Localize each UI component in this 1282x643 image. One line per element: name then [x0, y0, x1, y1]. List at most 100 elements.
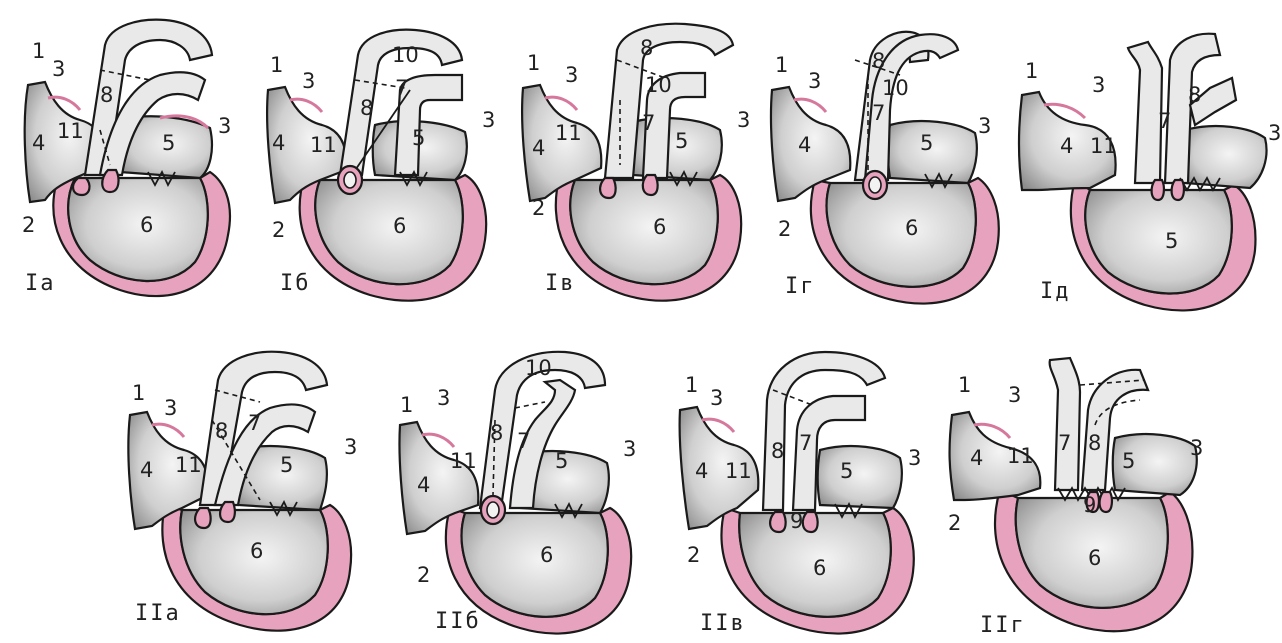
label-6: 6 [1088, 546, 1101, 570]
panel-Id: 1 3 4 11 7 8 3 5 Iд [1019, 34, 1281, 311]
label-11: 11 [57, 119, 84, 143]
label-2: 2 [532, 196, 545, 220]
label-8: 8 [360, 96, 373, 120]
label-4: 4 [532, 136, 545, 160]
label-3-right: 3 [344, 435, 357, 459]
label-4: 4 [970, 446, 983, 470]
label-1: 1 [958, 373, 971, 397]
label-7: 7 [517, 429, 530, 453]
label-6: 6 [905, 216, 918, 240]
label-6: 6 [653, 215, 666, 239]
label-8: 8 [771, 439, 784, 463]
label-4: 4 [32, 131, 45, 155]
label-4: 4 [1060, 134, 1073, 158]
label-8: 8 [100, 83, 113, 107]
label-8: 8 [490, 421, 503, 445]
caption-Id: Iд [1040, 279, 1071, 304]
label-1: 1 [32, 39, 45, 63]
label-10: 10 [525, 356, 552, 380]
label-3: 3 [710, 386, 723, 410]
label-2: 2 [778, 217, 791, 241]
label-5: 5 [675, 129, 688, 153]
caption-IIv: IIв [700, 611, 746, 636]
panel-Ib: 1 3 2 4 11 8 7 10 5 3 6 Iб [267, 30, 495, 301]
label-4: 4 [140, 458, 153, 482]
label-3-right: 3 [218, 114, 231, 138]
label-3-right: 3 [1190, 436, 1203, 460]
label-1: 1 [775, 53, 788, 77]
panel-Iv: 1 3 2 4 11 8 7 10 5 3 6 Iв [522, 24, 750, 301]
label-2: 2 [272, 218, 285, 242]
label-2: 2 [22, 213, 35, 237]
label-5: 5 [280, 453, 293, 477]
label-11: 11 [555, 121, 582, 145]
caption-IIg: IIг [980, 613, 1026, 638]
label-1: 1 [132, 381, 145, 405]
caption-Ia: Iа [25, 271, 56, 296]
label-1: 1 [685, 373, 698, 397]
label-7: 7 [1058, 431, 1071, 455]
label-9: 9 [790, 509, 803, 533]
label-2: 2 [687, 543, 700, 567]
label-1: 1 [1025, 59, 1038, 83]
caption-Iv: Iв [545, 271, 576, 296]
label-4: 4 [272, 131, 285, 155]
label-6: 5 [1165, 229, 1178, 253]
label-6: 6 [250, 539, 263, 563]
label-7: 7 [799, 431, 812, 455]
label-1: 1 [270, 53, 283, 77]
label-8: 8 [215, 419, 228, 443]
label-6: 6 [540, 543, 553, 567]
label-7: 7 [395, 76, 408, 100]
label-4: 4 [417, 473, 430, 497]
label-11: 11 [450, 449, 477, 473]
label-8: 8 [1088, 431, 1101, 455]
label-3-right: 3 [978, 114, 991, 138]
label-1: 1 [527, 51, 540, 75]
label-8: 8 [872, 49, 885, 73]
panel-IIv: 1 3 2 4 11 8 7 9 5 3 6 IIв [680, 352, 922, 636]
label-3: 3 [808, 69, 821, 93]
label-4: 4 [695, 459, 708, 483]
panel-IIa: 1 3 4 11 8 7 5 3 6 IIа [128, 352, 357, 631]
label-10: 10 [392, 43, 419, 67]
label-8: 8 [1188, 83, 1201, 107]
label-11: 11 [1007, 444, 1034, 468]
caption-Ig: Iг [785, 274, 816, 299]
label-5: 5 [412, 126, 425, 150]
label-7: 7 [642, 111, 655, 135]
label-5: 5 [1122, 449, 1135, 473]
label-3: 3 [1008, 383, 1021, 407]
label-11: 11 [175, 453, 202, 477]
panel-IIg: 1 3 2 4 11 7 8 9 5 3 6 IIг [948, 358, 1203, 638]
label-3: 3 [52, 57, 65, 81]
label-6: 6 [393, 214, 406, 238]
label-7: 7 [248, 411, 261, 435]
label-3: 3 [565, 63, 578, 87]
label-5: 5 [162, 131, 175, 155]
label-3: 3 [437, 386, 450, 410]
label-3-right: 3 [737, 108, 750, 132]
label-3-right: 3 [482, 108, 495, 132]
label-9: 9 [1083, 493, 1096, 517]
panel-IIb: 1 3 2 4 11 8 7 10 5 3 6 IIб [399, 352, 636, 634]
label-4: 4 [798, 133, 811, 157]
label-10: 10 [645, 73, 672, 97]
label-7: 7 [1158, 109, 1171, 133]
caption-IIb: IIб [435, 609, 481, 634]
label-1: 1 [400, 393, 413, 417]
caption-IIa: IIа [135, 601, 181, 626]
label-7: 7 [872, 101, 885, 125]
panel-Ia: 1 3 2 4 11 8 5 3 6 Iа [22, 20, 231, 296]
label-3-right: 3 [908, 446, 921, 470]
label-10: 10 [882, 76, 909, 100]
label-11: 11 [1090, 134, 1117, 158]
label-5: 5 [920, 131, 933, 155]
caption-Ib: Iб [280, 271, 311, 296]
label-8: 8 [640, 36, 653, 60]
label-5: 5 [840, 459, 853, 483]
label-11: 11 [310, 133, 337, 157]
label-3-right: 3 [1268, 121, 1281, 145]
label-3-right: 3 [623, 437, 636, 461]
